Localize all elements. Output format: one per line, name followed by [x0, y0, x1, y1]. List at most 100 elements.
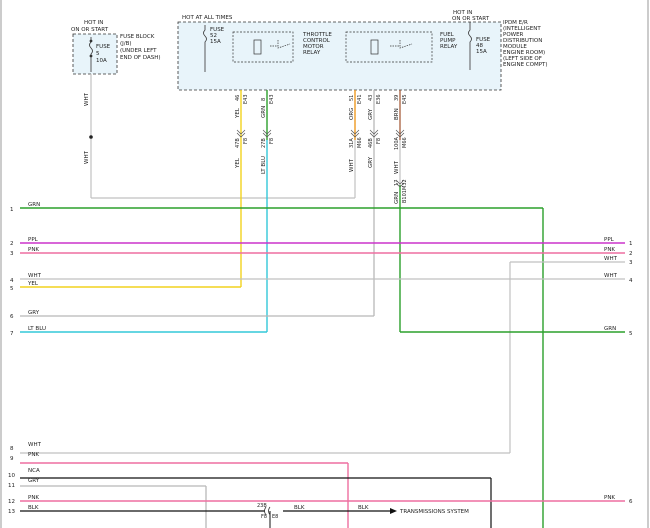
fuse48-label: FUSE — [476, 37, 491, 43]
transmission-system-label: TRANSMISSIONS SYSTEM — [399, 509, 469, 515]
left-num-6: 6 — [10, 314, 14, 320]
wht-drop-label: WHT — [84, 92, 90, 106]
svg-text:31A: 31A — [349, 138, 355, 148]
right-label-4: WHT — [604, 273, 618, 279]
svg-text:51: 51 — [349, 95, 355, 101]
svg-text:DISTRIBUTION: DISTRIBUTION — [503, 38, 542, 44]
transmission-arrow-icon — [390, 508, 397, 514]
svg-text:(LEFT SIDE OF: (LEFT SIDE OF — [503, 56, 542, 62]
throttle-relay-box — [232, 31, 294, 63]
hot-on-start-label: HOT IN — [453, 10, 472, 16]
svg-text:PUMP: PUMP — [440, 38, 456, 44]
svg-text:E36: E36 — [376, 94, 382, 104]
svg-text:(UNDER LEFT: (UNDER LEFT — [120, 48, 157, 54]
left-num-4: 4 — [10, 278, 14, 284]
svg-text:E43: E43 — [269, 94, 275, 104]
left-label-4: WHT — [28, 273, 42, 279]
bottom-conn-f8: F8 — [261, 514, 267, 520]
left-num-10: 10 — [8, 473, 15, 479]
svg-text:E45: E45 — [402, 94, 408, 104]
left-num-5: 5 — [10, 286, 14, 292]
throttle-relay-coil — [253, 39, 262, 55]
bus-lines — [20, 207, 625, 528]
svg-text:MOTOR: MOTOR — [303, 44, 324, 50]
left-label-9: PNK — [28, 452, 39, 458]
svg-text:46: 46 — [235, 95, 241, 101]
right-num-5: 5 — [629, 331, 633, 337]
svg-text:17: 17 — [394, 180, 400, 186]
left-num-1: 1 — [10, 207, 14, 213]
bottom-blk-label-1: BLK — [294, 505, 305, 511]
right-label-3: WHT — [604, 256, 618, 262]
left-label-1: GRN — [28, 202, 40, 208]
right-label-6: PNK — [604, 495, 615, 501]
svg-text:8: 8 — [261, 98, 267, 101]
svg-text:39: 39 — [394, 95, 400, 101]
svg-text:ORG: ORG — [349, 108, 355, 120]
svg-text:MODULE: MODULE — [503, 44, 527, 50]
svg-text:GRN: GRN — [261, 106, 267, 118]
right-labels: PPL 1 PNK 2 WHT 3 WHT 4 GRN 5 PNK 6 — [604, 237, 633, 505]
left-label-2: PPL — [28, 237, 39, 243]
svg-text:M32: M32 — [402, 179, 408, 190]
svg-text:BRN: BRN — [394, 108, 400, 120]
fuse52-symbol — [203, 25, 207, 72]
svg-text:CONTROL: CONTROL — [303, 38, 331, 44]
svg-text:(INTELLIGENT: (INTELLIGENT — [503, 26, 541, 32]
left-label-8: WHT — [28, 442, 42, 448]
left-num-12: 12 — [8, 499, 15, 505]
svg-text:WHT: WHT — [84, 150, 90, 164]
svg-text:M66: M66 — [402, 137, 408, 148]
fuse48-symbol — [468, 22, 472, 70]
ipdm-module: HOT AT ALL TIMES HOT IN ON OR START FUSE… — [177, 10, 548, 91]
left-labels: 1 GRN 2 PPL 3 PNK 4 WHT 5 YEL 6 GRY 7 LT… — [8, 202, 46, 515]
left-label-10: NCA — [28, 468, 40, 474]
svg-text:27B: 27B — [261, 138, 267, 148]
svg-text:100A: 100A — [394, 136, 400, 150]
svg-text:47B: 47B — [235, 138, 241, 148]
right-num-4: 4 — [629, 278, 633, 284]
svg-text:ON OR START: ON OR START — [452, 16, 490, 22]
hot-all-times-label: HOT AT ALL TIMES — [182, 15, 233, 21]
svg-text:POWER: POWER — [503, 32, 524, 38]
left-num-8: 8 — [10, 446, 14, 452]
bottom-pin-23b: 23B — [257, 503, 267, 509]
svg-text:ENGINE COMPT): ENGINE COMPT) — [503, 62, 548, 68]
wht2-drop-label: WHT — [349, 158, 355, 172]
left-num-7: 7 — [10, 331, 14, 337]
right-label-2: PNK — [604, 247, 615, 253]
left-label-5: YEL — [27, 281, 39, 287]
left-num-13: 13 — [8, 509, 15, 515]
right-num-6: 6 — [629, 499, 633, 505]
left-label-12: PNK — [28, 495, 39, 501]
svg-text:GRY: GRY — [368, 108, 374, 120]
fuel-pump-relay-box — [345, 31, 433, 63]
svg-text:B101: B101 — [402, 190, 408, 203]
fuse52-label: FUSE — [210, 27, 225, 33]
yel-drop-label: YEL — [235, 157, 241, 169]
fuse-block-box — [72, 33, 118, 75]
svg-text:52: 52 — [210, 33, 217, 39]
svg-text:F8: F8 — [376, 138, 382, 144]
right-label-5: GRN — [604, 326, 616, 332]
left-num-3: 3 — [10, 251, 14, 257]
bottom-labels: 23B F8 E8 BLK BLK TRANSMISSIONS SYSTEM — [257, 503, 469, 520]
svg-text:RELAY: RELAY — [303, 50, 321, 56]
inline-connectors — [236, 129, 405, 188]
vertical-wires: WHT WHT YEL YEL GRN LT BLU ORG WHT GRY G… — [84, 74, 401, 332]
connector-labels: 46 E43 8 E43 51 E41 43 E36 39 E45 47B F8… — [235, 94, 408, 203]
bottom-connector-icon — [264, 506, 271, 516]
svg-text:ENGINE ROOM): ENGINE ROOM) — [503, 50, 545, 56]
gry-drop-label: GRY — [368, 156, 374, 168]
left-label-6: GRY — [28, 310, 40, 316]
ipdm-box — [177, 21, 502, 91]
wht3-drop-label: WHT — [394, 160, 400, 174]
svg-text:10A: 10A — [96, 58, 107, 64]
left-num-9: 9 — [10, 456, 14, 462]
bottom-conn-e8: E8 — [272, 514, 278, 520]
svg-text:5: 5 — [96, 51, 100, 57]
fuse5-label: FUSE — [96, 44, 111, 50]
ltblu-drop-label: LT BLU — [261, 156, 267, 174]
svg-text:E43: E43 — [243, 94, 249, 104]
